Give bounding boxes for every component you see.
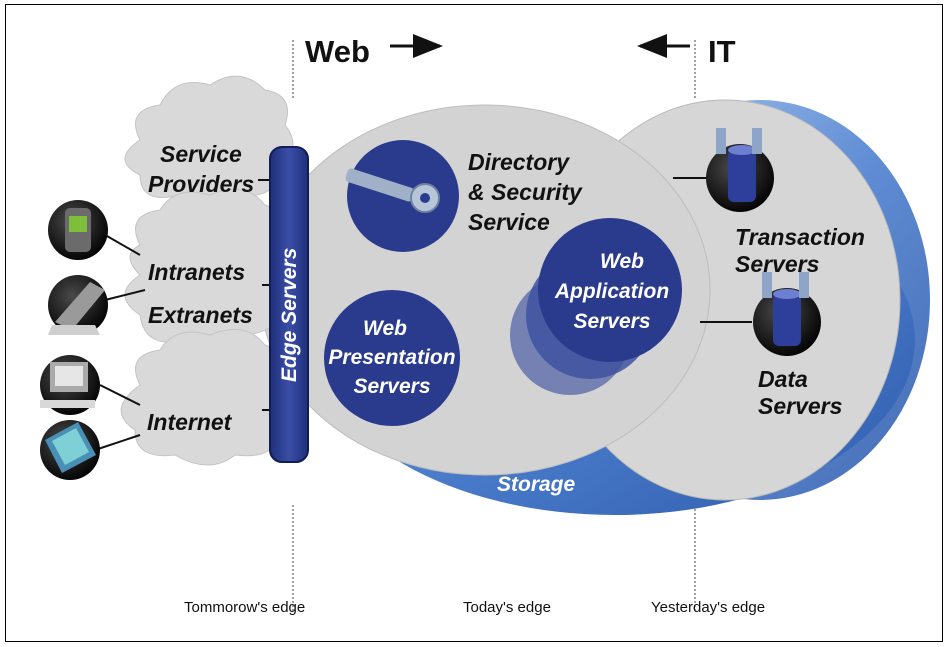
pda-device-icon	[40, 420, 100, 480]
edge-servers-bar	[269, 146, 309, 463]
laptop-device-icon	[48, 275, 108, 335]
service-providers-label-line1: Service	[160, 141, 242, 167]
desktop-computer-icon	[40, 355, 100, 415]
storage-label: Storage	[497, 473, 576, 496]
web-application-label-line2: Application	[554, 280, 669, 303]
internet-label: Internet	[147, 409, 233, 435]
directory-label-line3: Service	[468, 209, 550, 235]
extranets-label: Extranets	[148, 302, 253, 328]
web-presentation-circle	[324, 290, 460, 426]
data-database-icon	[753, 272, 821, 356]
diagram-frame	[5, 4, 943, 642]
web-presentation-label-line1: Web	[363, 317, 407, 340]
device-connectors	[94, 179, 270, 451]
todays-edge-label: Today's edge	[463, 599, 551, 616]
web-application-label-line3: Servers	[573, 310, 650, 333]
data-label-line2: Servers	[758, 393, 842, 419]
transaction-label-line1: Transaction	[735, 224, 865, 250]
key-icon	[345, 168, 440, 213]
web-application-label-line1: Web	[600, 250, 644, 273]
directory-label-line1: Directory	[468, 149, 570, 175]
phone-device-icon	[48, 200, 108, 260]
cloud-internet	[120, 328, 292, 466]
service-providers-label-line2: Providers	[148, 171, 254, 197]
web-application-stack	[510, 218, 682, 395]
it-connectors	[673, 177, 752, 323]
directory-label-line2: & Security	[468, 179, 583, 205]
tomorrows-edge-label: Tommorow's edge	[184, 599, 305, 616]
transaction-database-icon	[706, 128, 774, 212]
web-heading: Web	[305, 34, 370, 69]
web-presentation-label-line2: Presentation	[328, 346, 455, 369]
cloud-service-providers	[124, 75, 294, 206]
edge-guide-lines	[292, 40, 696, 612]
web-presentation-label-line3: Servers	[353, 375, 430, 398]
data-label-line1: Data	[758, 366, 808, 392]
yesterdays-edge-label: Yesterday's edge	[651, 599, 765, 616]
it-heading: IT	[708, 34, 736, 69]
intranets-label: Intranets	[148, 259, 245, 285]
edge-servers-label: Edge Servers	[278, 248, 301, 382]
